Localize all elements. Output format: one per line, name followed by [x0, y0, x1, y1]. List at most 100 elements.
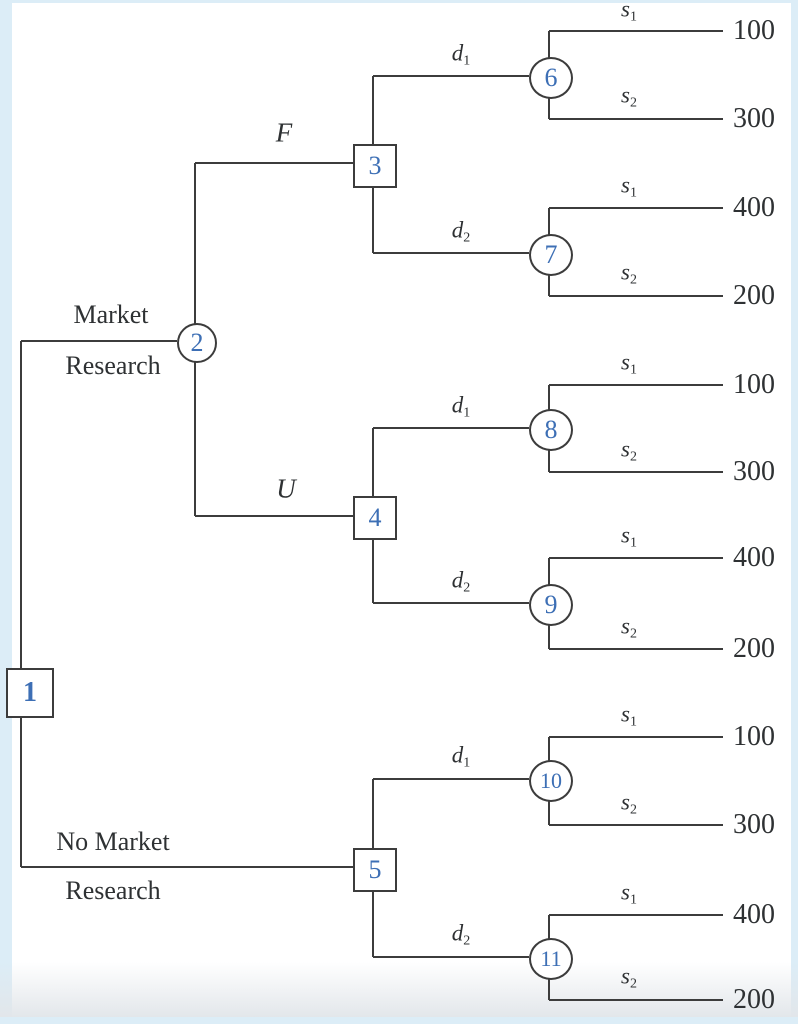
- line-node5-up: [372, 779, 374, 849]
- branch-label-s2-node9: s2: [621, 613, 637, 642]
- line-U-to-node4: [195, 515, 353, 517]
- chance-node-8: 8: [529, 409, 573, 451]
- line-node10-up: [548, 737, 550, 762]
- node-5-label: 5: [368, 855, 382, 884]
- line-s2-node7: [549, 295, 723, 297]
- line-node4-up: [372, 428, 374, 497]
- line-node2-up: [194, 163, 196, 325]
- line-node1-down: [20, 714, 22, 867]
- chance-node-9: 9: [529, 584, 573, 626]
- decision-node-5: 5: [353, 848, 397, 892]
- top-edge-tint: [0, 0, 798, 3]
- branch-label-nomarket-line1: No Market: [56, 827, 170, 856]
- node-6-label: 6: [544, 63, 558, 92]
- payoff-node10-s2: 300: [733, 809, 775, 840]
- branch-label-favorable: F: [275, 117, 293, 148]
- node-11-label: 11: [540, 946, 562, 971]
- line-s1-node10: [549, 736, 723, 738]
- node-7-label: 7: [544, 240, 558, 269]
- line-s1-node9: [549, 557, 723, 559]
- branch-label-s1-node11: s1: [621, 879, 637, 908]
- line-d2-to-node7: [373, 252, 529, 254]
- branch-label-s2-node10: s2: [621, 789, 637, 818]
- bottom-edge-tint: [0, 1017, 798, 1024]
- line-node5-down: [372, 888, 374, 957]
- line-s1-node11: [549, 914, 723, 916]
- line-node8-up: [548, 385, 550, 411]
- right-edge-tint: [791, 0, 798, 1024]
- branch-label-market-line1: Market: [73, 300, 149, 329]
- line-node2-down: [194, 359, 196, 516]
- branch-label-market-line2: Research: [65, 351, 161, 380]
- line-s1-node8: [549, 384, 723, 386]
- line-node7-up: [548, 208, 550, 236]
- line-d1-to-node10: [373, 778, 529, 780]
- branch-label-s2-node11: s2: [621, 963, 637, 992]
- branch-label-d2-node5: d2: [451, 920, 471, 949]
- line-s2-node9: [549, 648, 723, 650]
- line-node1-up: [20, 341, 22, 668]
- chance-node-11: 11: [529, 938, 573, 980]
- payoff-node11-s1: 400: [733, 899, 775, 930]
- line-node11-up: [548, 915, 550, 940]
- chance-node-10: 10: [529, 760, 573, 802]
- branch-label-s1-node10: s1: [621, 701, 637, 730]
- payoff-node9-s1: 400: [733, 542, 775, 573]
- line-s2-node8: [549, 471, 723, 473]
- line-market-to-node2: [21, 340, 177, 342]
- decision-node-1: 1: [6, 668, 54, 718]
- line-d2-to-node9: [373, 602, 529, 604]
- chance-node-7: 7: [529, 234, 573, 276]
- line-s1-node6: [549, 30, 723, 32]
- payoff-node9-s2: 200: [733, 633, 775, 664]
- branch-label-d1-node4: d1: [451, 392, 471, 421]
- branch-label-d2-node4: d2: [451, 567, 471, 596]
- chance-node-6: 6: [529, 57, 573, 99]
- branch-label-d1-node3: d1: [451, 40, 471, 69]
- payoff-node8-s1: 100: [733, 369, 775, 400]
- line-node11-down: [548, 976, 550, 1000]
- line-d1-to-node6: [373, 75, 529, 77]
- payoff-node11-s2: 200: [733, 984, 775, 1015]
- line-nomarket-to-node5: [21, 866, 353, 868]
- line-node4-down: [372, 536, 374, 603]
- branch-label-nomarket-line2: Research: [65, 876, 161, 905]
- branch-label-unfavorable: U: [276, 473, 296, 504]
- line-node10-down: [548, 798, 550, 825]
- branch-label-s2-node8: s2: [621, 436, 637, 465]
- line-s1-node7: [549, 207, 723, 209]
- line-node3-up: [372, 76, 374, 145]
- line-d1-to-node8: [373, 427, 529, 429]
- branch-label-s2-node7: s2: [621, 259, 637, 288]
- node-9-label: 9: [544, 590, 558, 619]
- payoff-node6-s1: 100: [733, 15, 775, 46]
- line-node6-up: [548, 31, 550, 59]
- line-node6-down: [548, 95, 550, 119]
- branch-label-s1-node8: s1: [621, 349, 637, 378]
- node-1-label: 1: [23, 677, 37, 708]
- bottom-fade: [0, 962, 798, 1018]
- line-s2-node11: [549, 999, 723, 1001]
- payoff-node10-s1: 100: [733, 721, 775, 752]
- branch-label-s1-node6: s1: [621, 0, 637, 25]
- branch-label-d1-node5: d1: [451, 742, 471, 771]
- line-node7-down: [548, 272, 550, 296]
- branch-label-s2-node6: s2: [621, 82, 637, 111]
- line-F-to-node3: [195, 162, 353, 164]
- node-8-label: 8: [544, 415, 558, 444]
- node-10-label: 10: [540, 768, 562, 793]
- branch-label-s1-node9: s1: [621, 522, 637, 551]
- line-node9-up: [548, 558, 550, 585]
- line-node8-down: [548, 447, 550, 472]
- payoff-node7-s2: 200: [733, 280, 775, 311]
- branch-label-s1-node7: s1: [621, 172, 637, 201]
- line-d2-to-node11: [373, 956, 529, 958]
- line-node3-down: [372, 184, 374, 253]
- line-s2-node10: [549, 824, 723, 826]
- payoff-node7-s1: 400: [733, 192, 775, 223]
- node-3-label: 3: [368, 151, 382, 180]
- left-edge-tint: [0, 0, 12, 1024]
- line-node9-down: [548, 623, 550, 649]
- node-4-label: 4: [368, 503, 382, 532]
